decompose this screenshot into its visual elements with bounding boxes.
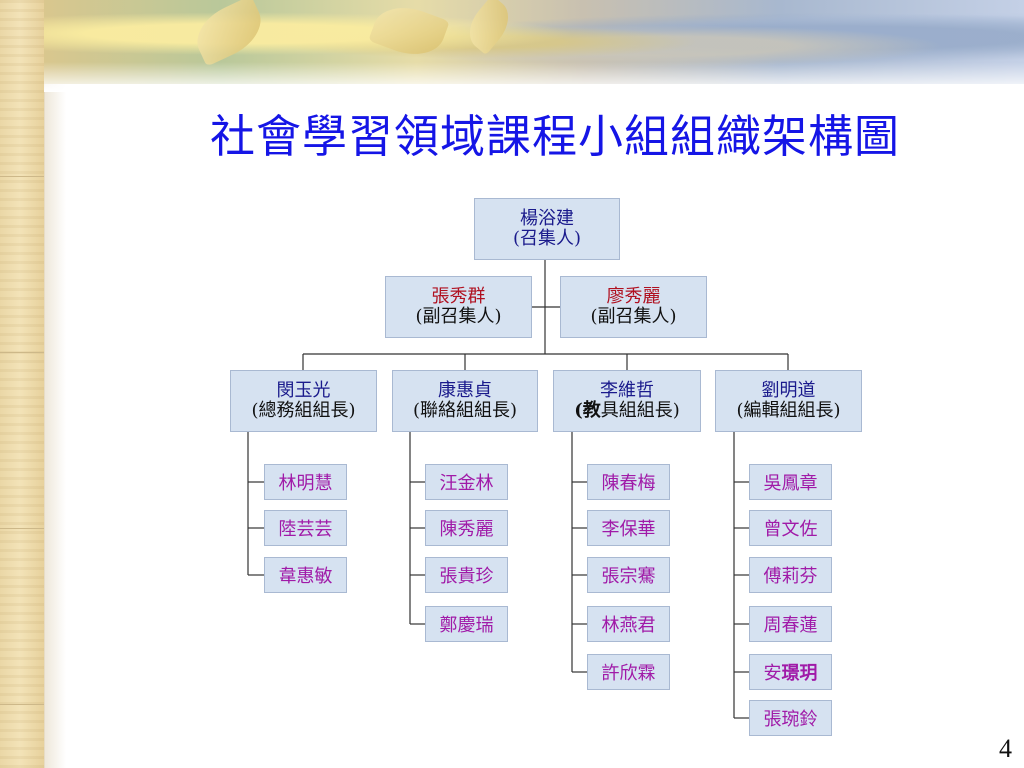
group-member-box: 陸芸芸 (264, 510, 347, 546)
group-member-box: 吳鳳章 (749, 464, 832, 500)
group-leader-role: (編輯組組長) (736, 400, 841, 421)
page-number: 4 (999, 734, 1012, 763)
deputy-role: (副召集人) (590, 306, 677, 327)
decorative-left-strip (0, 0, 66, 768)
group-member-box: 鄭慶瑞 (425, 606, 508, 642)
group-member-box: 韋惠敏 (264, 557, 347, 593)
group-leader-name: 康惠貞 (438, 380, 492, 401)
group-leader-box: 康惠貞 (聯絡組組長) (392, 370, 538, 432)
group-leader-name: 閔玉光 (276, 380, 331, 401)
group-leader-role-bold: (教 (574, 400, 601, 421)
group-member-box: 汪金林 (425, 464, 508, 500)
group-member-name-bold: 璟玥 (781, 663, 818, 684)
group-leader-role: (總務組組長) (251, 400, 356, 421)
group-member-box: 傅莉芬 (749, 557, 832, 593)
convener-box: 楊浴建 (召集人) (474, 198, 620, 260)
group-member-box: 安璟玥 (749, 654, 832, 690)
group-leader-box: 李維哲 (教具組組長) (553, 370, 701, 432)
group-member-box: 周春蓮 (749, 606, 832, 642)
group-leader-box: 劉明道 (編輯組組長) (715, 370, 862, 432)
group-member-box: 林明慧 (264, 464, 347, 500)
group-member-box: 許欣霖 (587, 654, 670, 690)
group-leader-role: (聯絡組組長) (412, 400, 518, 421)
group-member-box: 林燕君 (587, 606, 670, 642)
deputy-box: 張秀群 (副召集人) (385, 276, 532, 338)
group-leader-name: 李維哲 (600, 380, 654, 401)
group-member-box: 張宗騫 (587, 557, 670, 593)
group-leader-name: 劉明道 (761, 380, 816, 401)
group-member-name-part: 安 (763, 663, 782, 684)
deputy-name: 張秀群 (431, 286, 486, 307)
group-member-box: 曾文佐 (749, 510, 832, 546)
deputy-role: (副召集人) (415, 306, 502, 327)
banner-fade (44, 62, 1024, 92)
group-leader-role: 具組組長) (600, 400, 680, 421)
group-member-box: 李保華 (587, 510, 670, 546)
group-member-box: 張琬鈴 (749, 700, 832, 736)
deputy-name: 廖秀麗 (606, 286, 661, 307)
group-leader-role-line: (教具組組長) (574, 401, 680, 421)
convener-role: (召集人) (512, 228, 582, 249)
group-member-box: 張貴珍 (425, 557, 508, 593)
group-leader-box: 閔玉光 (總務組組長) (230, 370, 377, 432)
slide-title: 社會學習領域課程小組組織架構圖 (209, 110, 900, 163)
convener-name: 楊浴建 (520, 208, 574, 229)
deputy-box: 廖秀麗 (副召集人) (560, 276, 707, 338)
group-member-box: 陳秀麗 (425, 510, 508, 546)
group-member-box: 陳春梅 (587, 464, 670, 500)
